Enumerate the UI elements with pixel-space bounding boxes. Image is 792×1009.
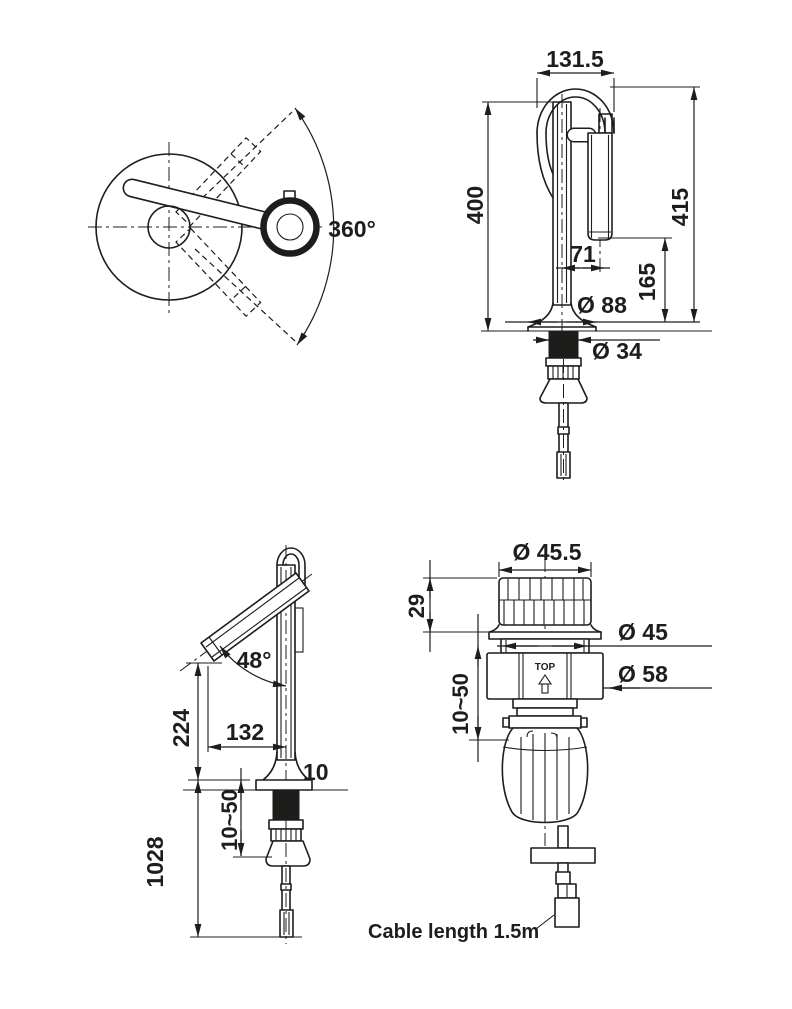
dim-overall-height: 1028 <box>142 780 302 938</box>
front-view: 131.5 400 415 165 71 <box>462 46 712 484</box>
base-escutcheon-circle <box>95 153 243 301</box>
dim-mounting-range-side: 10~50 <box>217 768 272 858</box>
top-view: 360° <box>88 107 376 346</box>
mounting-detail-view: TOP <box>368 539 712 943</box>
side-mounting-assembly <box>265 789 311 944</box>
dim-88-label: Ø 88 <box>577 292 627 318</box>
rotation-leader-lower <box>194 248 296 342</box>
dim-outlet-reach: 132 <box>207 666 286 752</box>
dim-spray-angle: 48° <box>219 645 287 688</box>
tightening-dome <box>501 698 589 824</box>
dim-224-label: 224 <box>168 709 194 748</box>
up-arrow-icon <box>537 674 553 694</box>
dim-10-50-side-label: 10~50 <box>217 789 242 851</box>
spray-head <box>587 113 613 241</box>
cable-length-callout: Cable length 1.5m <box>368 914 555 943</box>
dim-34-label: Ø 34 <box>592 338 642 364</box>
dim-131-5-label: 131.5 <box>546 46 604 72</box>
dim-48-label: 48° <box>237 647 272 673</box>
top-marking-label: TOP <box>535 662 556 673</box>
dim-132-label: 132 <box>226 719 264 745</box>
cable-assembly <box>530 825 596 928</box>
side-spray-head <box>179 572 313 672</box>
dim-45-5-label: Ø 45.5 <box>512 539 581 565</box>
side-view: 48° <box>142 545 348 944</box>
dim-offset-71: 71 <box>556 241 610 272</box>
dim-housing-diameter: Ø 58 <box>603 661 712 692</box>
handle-alt-position-upper <box>175 136 262 227</box>
rotation-leader-upper <box>194 111 293 206</box>
dim-cartridge-diameter: Ø 45.5 <box>498 539 592 577</box>
cartridge-flange <box>488 624 602 654</box>
dim-mounting-range-detail: 10~50 <box>448 614 509 762</box>
dim-29-label: 29 <box>404 594 429 618</box>
spout-outlet-ring <box>260 197 320 257</box>
dim-height-400: 400 <box>462 101 553 331</box>
cable-length-label: Cable length 1.5m <box>368 921 539 943</box>
dim-neck-diameter: Ø 45 <box>497 619 712 650</box>
dim-shank-diameter: Ø 34 <box>533 336 660 364</box>
dim-base-diameter: Ø 88 <box>505 292 700 326</box>
rotation-angle-label: 360° <box>328 216 376 242</box>
dim-10-label: 10 <box>303 759 329 785</box>
dim-165-label: 165 <box>634 263 660 302</box>
side-gooseneck <box>276 547 306 589</box>
dim-71-label: 71 <box>570 241 596 267</box>
handle-alt-position-lower <box>175 227 262 318</box>
top-housing-box: TOP <box>486 652 604 700</box>
dim-cartridge-height: 29 <box>404 560 497 652</box>
base-flare <box>527 302 597 332</box>
column-top-circle <box>147 205 191 249</box>
dim-45-label: Ø 45 <box>618 619 668 645</box>
cartridge-cap <box>498 577 592 626</box>
dim-height-165: 165 <box>598 237 672 322</box>
dim-1028-label: 1028 <box>142 836 168 887</box>
dim-415-label: 415 <box>667 188 693 227</box>
dim-outlet-height: 224 <box>168 662 222 780</box>
mounting-shank-assembly <box>539 330 588 484</box>
dim-spout-width: 131.5 <box>536 46 615 112</box>
rotation-arc <box>294 107 335 346</box>
dim-58-label: Ø 58 <box>618 661 668 687</box>
dim-height-415: 415 <box>610 86 700 322</box>
dim-10-50-detail-label: 10~50 <box>448 673 473 735</box>
dim-400-label: 400 <box>462 186 488 224</box>
